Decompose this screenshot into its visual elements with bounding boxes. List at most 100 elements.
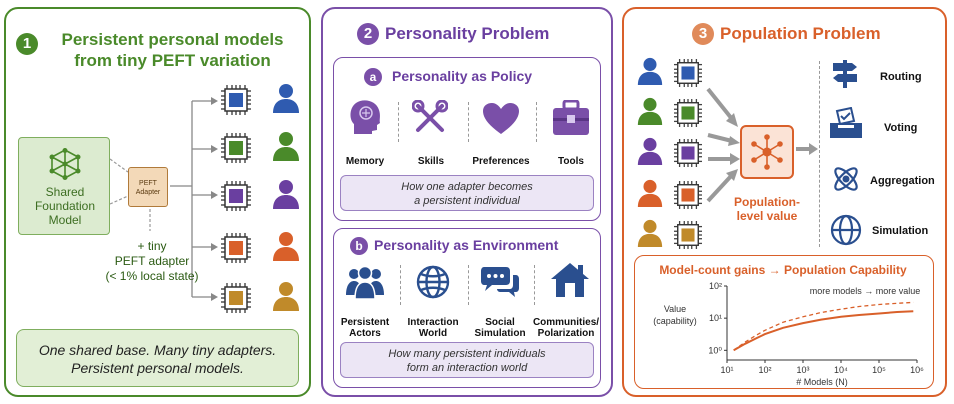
person-icon — [273, 132, 299, 161]
divider — [398, 102, 399, 142]
adapter-chip-icon — [674, 59, 702, 87]
policy-title: Personality as Policy — [392, 68, 533, 84]
adapter-chip-icon — [221, 133, 251, 163]
divider — [536, 102, 537, 142]
person-icon — [637, 137, 663, 165]
panel-persistent-models: 1 Persistent personal models from tiny P… — [4, 7, 311, 397]
tools-wrench-icon — [412, 100, 448, 132]
capability-chart-box: Model-count gains → Population Capabilit… — [634, 255, 934, 389]
divider — [819, 61, 820, 247]
use-label-voting: Voting — [884, 122, 918, 134]
head-brain-icon — [350, 100, 380, 134]
x-tick-label: 10³ — [796, 365, 809, 375]
panel-personality-problem: 2 Personality Problem a Personality as P… — [321, 7, 613, 397]
x-axis-label: # Models (N) — [796, 377, 848, 387]
policy-note: How one adapter becomes a persistent ind… — [340, 175, 594, 211]
adapter-chip-icon — [674, 181, 702, 209]
adapter-chip-icon — [221, 181, 251, 211]
adapter-chip-icon — [674, 221, 702, 249]
personal-models-column — [221, 84, 311, 315]
network-icon — [49, 148, 81, 180]
x-tick-label: 10⁵ — [872, 365, 886, 375]
signpost-routing-icon — [833, 60, 857, 88]
y-tick-label: 10⁰ — [708, 345, 722, 355]
adapter-chip-icon — [674, 99, 702, 127]
y-tick-label: 10² — [709, 281, 722, 291]
person-icon — [273, 84, 299, 113]
population-value-label: Population- level value — [734, 195, 800, 223]
person-icon — [273, 282, 299, 311]
y-tick-label: 10¹ — [709, 313, 722, 323]
use-label-aggregation: Aggregation — [870, 175, 935, 187]
person-icon — [637, 219, 663, 247]
step-number-badge: 2 — [357, 23, 379, 45]
adapter-caption: + tiny PEFT adapter (< 1% local state) — [105, 239, 199, 283]
environment-note: How many persistent individuals form an … — [340, 342, 594, 378]
chart-title: Model-count gains → Population Capabilit… — [659, 263, 907, 277]
divider — [468, 265, 469, 305]
shared-foundation-model-box: Shared Foundation Model — [18, 137, 110, 235]
hub-network-icon — [751, 134, 783, 170]
toolbox-icon — [553, 100, 589, 135]
item-label-memory: Memory — [345, 156, 385, 167]
capability-line-chart: Value (capability) 10¹ 10² 10³ 10⁴ 10⁵ 10⁶ 10⁰ 10… — [653, 281, 924, 387]
foundation-label: Shared Foundation Model — [34, 185, 96, 227]
x-tick-label: 10⁶ — [910, 365, 924, 375]
item-label-skills: Skills — [417, 156, 445, 167]
group-people-icon — [346, 265, 384, 299]
aggregation-hub-box — [740, 125, 794, 179]
x-tick-label: 10¹ — [720, 365, 733, 375]
house-community-icon — [551, 263, 589, 297]
globe-icon — [416, 265, 450, 299]
adapter-connectors — [109, 97, 218, 301]
peft-adapter-chip: PEFT Adapter — [128, 167, 168, 207]
panel-population-problem: 3 Population Problem Po — [622, 7, 947, 397]
series-line-1 — [733, 310, 914, 352]
x-tick-label: 10² — [758, 365, 771, 375]
divider — [534, 265, 535, 305]
adapter-chip-icon — [221, 283, 251, 313]
panel-title: Population Problem — [720, 24, 881, 43]
step-number-badge: 1 — [16, 33, 38, 55]
person-icon — [273, 180, 299, 209]
panel-title: Persistent personal models from tiny PEF… — [61, 30, 284, 70]
item-label-communities: Communities/Polarization — [532, 317, 600, 339]
y-axis-label: Value — [664, 304, 686, 314]
divider — [468, 102, 469, 142]
chat-bubbles-icon — [481, 267, 519, 297]
heart-icon — [483, 103, 519, 134]
use-label-routing: Routing — [880, 71, 922, 83]
y-axis-label-2: (capability) — [653, 316, 697, 326]
panel-title: Personality Problem — [385, 24, 550, 43]
adapter-chip-icon — [221, 85, 251, 115]
summary-banner: One shared base. Many tiny adapters. Per… — [16, 329, 299, 387]
x-tick-label: 10⁴ — [834, 365, 848, 375]
globe-simulation-icon — [830, 214, 862, 246]
item-label-tools: Tools — [558, 156, 584, 167]
adapter-chip-icon — [674, 139, 702, 167]
environment-title: Personality as Environment — [374, 237, 559, 253]
person-icon — [637, 97, 663, 125]
ballot-voting-icon — [830, 107, 862, 138]
population-arrows — [706, 87, 740, 203]
policy-box: a Personality as Policy Memory — [333, 57, 601, 221]
to-uses-arrow — [796, 143, 818, 155]
item-label-preferences: Preferences — [472, 156, 530, 167]
chart-annotation: more models → more value — [810, 286, 921, 296]
step-number-badge: 3 — [692, 23, 714, 45]
atom-aggregation-icon — [834, 167, 858, 191]
person-icon — [637, 57, 663, 85]
use-label-simulation: Simulation — [872, 225, 929, 237]
divider — [400, 265, 401, 305]
person-icon — [273, 232, 299, 261]
series-line-2 — [733, 301, 914, 351]
person-icon — [637, 179, 663, 207]
adapter-chip-icon — [221, 233, 251, 263]
environment-box: b Personality as Environment — [333, 228, 601, 388]
sub-letter-badge: a — [364, 68, 382, 86]
population-models-column — [636, 57, 706, 249]
sub-letter-badge: b — [350, 237, 368, 255]
